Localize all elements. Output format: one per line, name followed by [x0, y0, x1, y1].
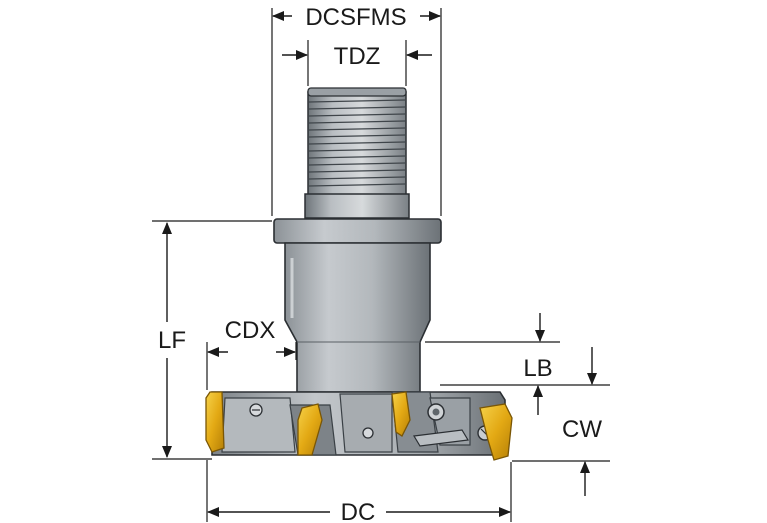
dimension-lf: LF	[158, 222, 186, 458]
label-cw: CW	[562, 416, 602, 443]
thread-ridge	[308, 127, 406, 131]
thread-ridge	[308, 162, 406, 166]
dimension-tdz: TDZ	[282, 43, 432, 70]
dimension-cw: CW	[533, 385, 602, 496]
thread-ridge	[308, 155, 406, 159]
label-lb: LB	[523, 355, 552, 382]
thread-ridge	[308, 148, 406, 152]
flange	[273, 218, 442, 244]
label-dcsfms: DCSFMS	[305, 4, 406, 31]
cutter-neck	[284, 242, 431, 393]
insert-front-2	[391, 391, 411, 437]
label-tdz: TDZ	[334, 43, 381, 70]
insert-right	[479, 403, 513, 461]
insert-left	[205, 391, 225, 453]
dimension-dc: DC	[207, 499, 511, 523]
shank-collar	[304, 193, 410, 219]
thread-ridge	[308, 106, 406, 110]
label-dc: DC	[341, 499, 376, 523]
thread-ridge	[308, 176, 406, 180]
dimension-lb: LB	[523, 313, 597, 385]
thread-ridge	[308, 113, 406, 117]
dimension-cdx: CDX	[207, 317, 296, 357]
thread-ridge	[308, 183, 406, 187]
dimension-dcsfms: DCSFMS	[272, 4, 441, 31]
insert-front-1	[297, 403, 323, 456]
threaded-shank	[307, 87, 407, 197]
extension-lines	[152, 8, 610, 522]
thread-ridge	[308, 141, 406, 145]
thread-ridge	[308, 99, 406, 103]
label-cdx: CDX	[225, 317, 276, 344]
thread-ridge	[308, 134, 406, 138]
label-lf: LF	[158, 327, 186, 354]
thread-ridge	[308, 169, 406, 173]
thread-ridge	[308, 120, 406, 124]
tool-body	[205, 87, 513, 461]
